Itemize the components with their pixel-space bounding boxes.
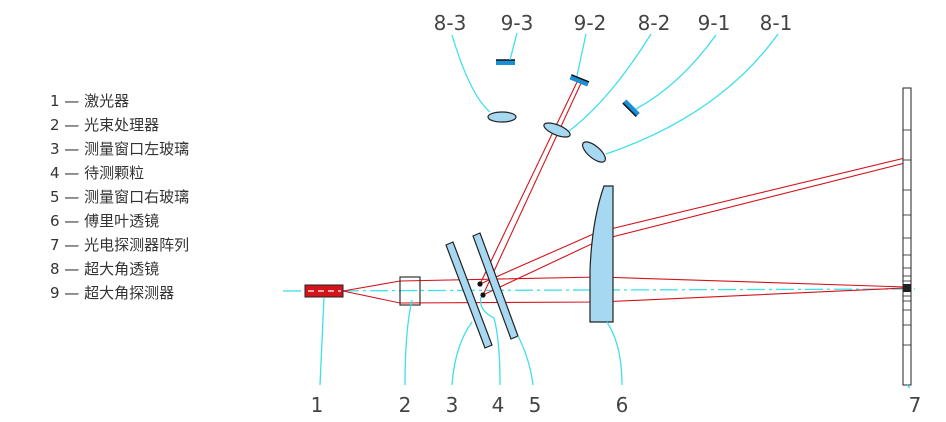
leader-lines	[319, 32, 911, 389]
legend-item-5: 5 — 测量窗口右玻璃	[50, 188, 189, 206]
label-6: 6	[616, 393, 629, 417]
legend-item-4: 4 — 待测颗粒	[50, 164, 144, 182]
particle	[480, 292, 486, 298]
label-3: 3	[446, 393, 459, 417]
label-2: 2	[399, 393, 412, 417]
label-8-3: 8-3	[434, 11, 467, 35]
label-7: 7	[909, 393, 922, 417]
wide-angle-lens-8-3	[487, 111, 517, 123]
particle	[477, 281, 483, 287]
label-8-1: 8-1	[760, 11, 793, 35]
optical-axis	[282, 288, 916, 292]
legend-item-2: 2 — 光束处理器	[50, 116, 159, 134]
label-1: 1	[311, 393, 324, 417]
legend-item-8: 8 — 超大角透镜	[50, 260, 159, 278]
photodetector-array	[902, 87, 912, 386]
left-window-glass	[445, 241, 493, 349]
label-5: 5	[529, 393, 542, 417]
wide-angle-detector-9-2	[569, 74, 590, 87]
legend-item-9: 9 — 超大角探测器	[50, 284, 174, 302]
label-9-2: 9-2	[574, 11, 607, 35]
beam-processor	[399, 276, 421, 306]
fourier-lens	[589, 185, 614, 323]
wide-angle-lens-8-1	[582, 141, 606, 163]
legend: 1 — 激光器 2 — 光束处理器 3 — 测量窗口左玻璃 4 — 待测颗粒 5…	[50, 92, 189, 302]
wide-angle-lens-8-2	[543, 122, 571, 138]
wide-angle-detector-9-3	[496, 59, 515, 65]
legend-item-6: 6 — 傅里叶透镜	[50, 212, 159, 230]
legend-item-7: 7 — 光电探测器阵列	[50, 236, 189, 254]
legend-item-3: 3 — 测量窗口左玻璃	[50, 140, 189, 158]
label-8-2: 8-2	[638, 11, 671, 35]
label-4: 4	[492, 393, 505, 417]
light-rays	[342, 79, 906, 304]
wide-angle-detector-9-1	[622, 99, 640, 118]
label-9-3: 9-3	[501, 11, 534, 35]
legend-item-1: 1 — 激光器	[50, 92, 129, 110]
laser	[304, 284, 344, 298]
label-9-1: 9-1	[698, 11, 731, 35]
